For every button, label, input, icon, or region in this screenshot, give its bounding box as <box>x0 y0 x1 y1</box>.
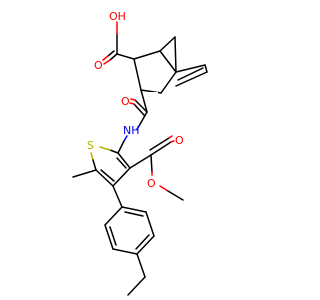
bond <box>175 64 206 73</box>
double-bond <box>150 141 172 156</box>
aromatic-inner <box>135 234 150 250</box>
double-bond-inner <box>129 102 135 105</box>
amide-clean: O <box>118 89 158 130</box>
bond <box>150 154 153 173</box>
bond <box>160 71 177 94</box>
double-bond <box>170 140 175 143</box>
bond <box>204 64 208 73</box>
norbornene-ring <box>133 36 208 94</box>
bond <box>133 58 142 91</box>
acid-oh-label: OH <box>109 10 126 23</box>
bond <box>121 206 147 213</box>
bond <box>136 125 140 130</box>
double-bond-inner <box>177 67 204 81</box>
bond <box>133 50 161 60</box>
bond <box>138 111 148 127</box>
bond <box>104 224 114 250</box>
bond <box>159 50 177 73</box>
double-bond <box>103 59 111 65</box>
bond <box>145 211 155 237</box>
aromatic-inner <box>124 211 144 217</box>
thiophene-ring: NH S <box>72 124 140 187</box>
double-bond-inner <box>100 169 115 182</box>
amide-nh-label: NH <box>123 124 140 137</box>
bond <box>116 53 135 60</box>
bond <box>90 152 94 161</box>
amide-o-label: O <box>121 95 130 108</box>
double-bond-inner <box>149 137 170 151</box>
bond <box>112 248 138 255</box>
bond <box>123 135 128 142</box>
bond <box>174 36 177 73</box>
bond <box>112 185 123 208</box>
bond <box>112 167 131 187</box>
double-bond-inner <box>168 135 173 139</box>
bond <box>117 152 131 169</box>
bond <box>140 89 148 113</box>
bond <box>159 185 169 192</box>
ester-ether-o-label: O <box>147 177 156 190</box>
bond <box>159 36 176 52</box>
ethylphenyl-group <box>104 185 155 296</box>
acid-o-label: O <box>94 59 103 72</box>
double-bond-inner <box>133 103 145 116</box>
aromatic-inner <box>109 226 117 246</box>
bond <box>104 206 123 226</box>
ester-carbonyl-o-label: O <box>175 134 184 147</box>
double-bond-inner <box>107 50 115 57</box>
sulfur-label: S <box>87 139 94 152</box>
carboxylic-acid-group: OH O <box>94 10 135 72</box>
double-bond <box>134 99 148 113</box>
double-bond-inner <box>102 55 109 61</box>
bond <box>129 154 152 169</box>
bond <box>95 169 114 187</box>
double-bond <box>130 98 136 101</box>
double-bond-inner <box>116 157 127 169</box>
methyl-bond <box>167 190 184 201</box>
double-bond <box>175 71 208 87</box>
bond <box>136 235 155 255</box>
bond <box>92 159 97 171</box>
mask <box>118 92 158 128</box>
double-bond <box>109 53 118 61</box>
bond <box>117 140 125 154</box>
bond <box>136 253 146 278</box>
methyl-bond <box>72 169 97 178</box>
bond <box>109 149 119 154</box>
bond <box>127 276 146 296</box>
methyl-ester-group: O O <box>129 134 184 201</box>
bond <box>99 146 111 151</box>
molecule-diagram: OH O O NH S <box>72 10 208 296</box>
